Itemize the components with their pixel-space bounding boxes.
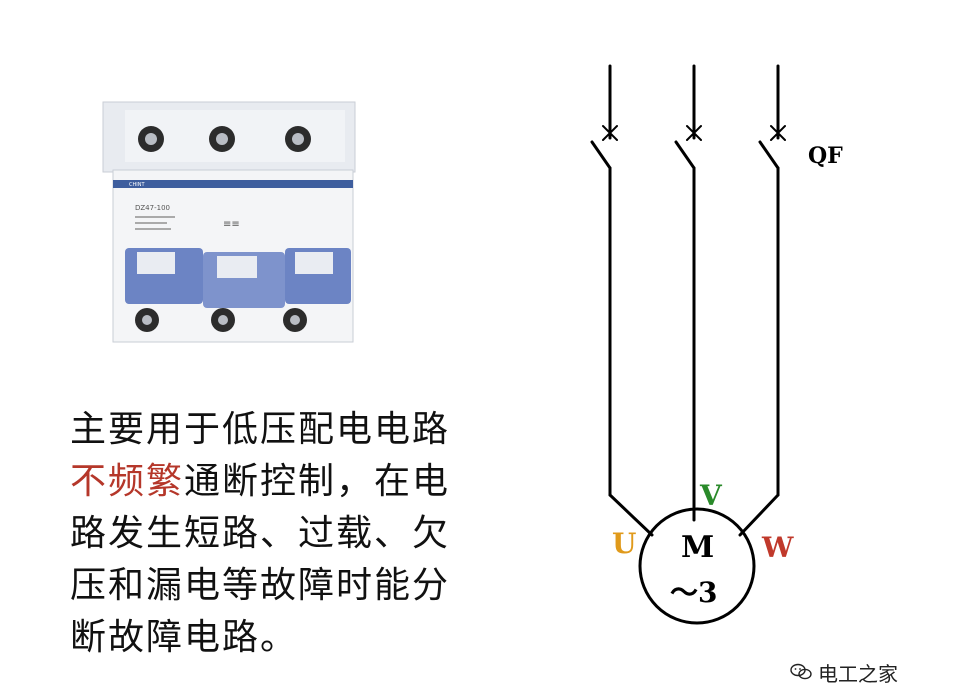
watermark-text: 电工之家 — [818, 661, 898, 686]
watermark: 电工之家 — [790, 660, 898, 686]
phase-label-w: W — [761, 531, 794, 564]
description-line-2-rest: 通断控制，在电 — [184, 461, 451, 502]
description-line-4: 压和漏电等故障时能分 — [70, 565, 451, 606]
bottom-terminal-screws — [135, 308, 307, 332]
description-line-1: 主要用于低压配电电路 — [70, 409, 451, 450]
top-terminal-screws — [138, 126, 311, 152]
svg-text:≡≡: ≡≡ — [223, 219, 240, 230]
svg-text:CHINT: CHINT — [129, 182, 145, 188]
phase-w-line — [738, 64, 786, 537]
wechat-icon — [790, 663, 812, 680]
description-line-5: 断故障电路。 — [70, 617, 299, 658]
phase-label-v: V — [699, 479, 723, 512]
circuit-breaker-photo: CHINT DZ47-100 ≡≡ — [102, 101, 356, 343]
description-line-3: 路发生短路、过载、欠 — [70, 513, 451, 554]
breaker-description: 主要用于低压配电电路 不频繁通断控制，在电 路发生短路、过载、欠 压和漏电等故障… — [70, 404, 540, 664]
motor-symbol — [638, 507, 756, 625]
description-line-2: 不频繁通断控制，在电 — [70, 456, 540, 508]
phase-v-line — [674, 64, 702, 522]
highlight-infrequent: 不频繁 — [70, 461, 185, 502]
breaker-model-label: DZ47-100 — [135, 204, 170, 212]
motor-label-m: M — [681, 530, 714, 565]
phase-label-u: U — [612, 527, 636, 560]
phase-u-line — [590, 64, 654, 537]
motor-label-phase-count: ～3 — [670, 576, 717, 609]
switch-label-qf: QF — [808, 143, 843, 169]
toggle-handles — [125, 248, 351, 308]
